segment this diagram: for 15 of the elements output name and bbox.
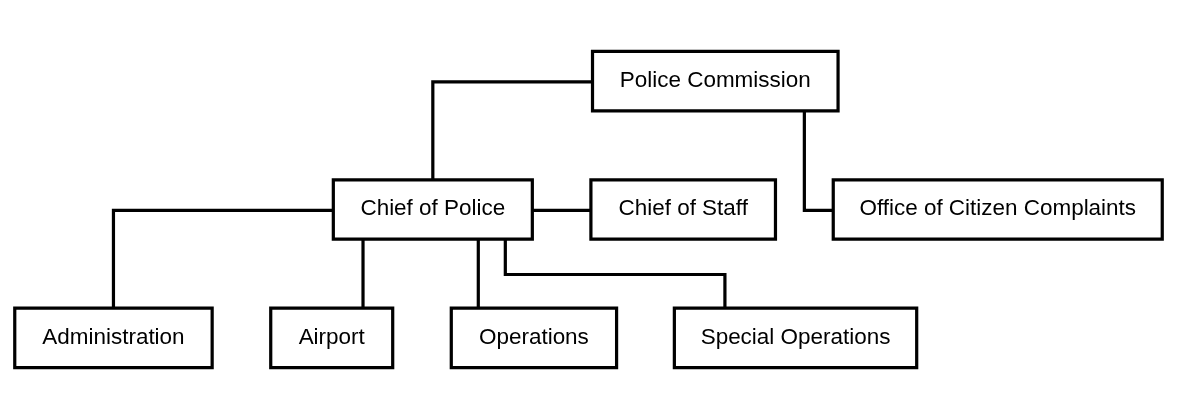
connector xyxy=(111,208,334,308)
node-box: Special Operations xyxy=(672,306,919,370)
node-box: Chief of Police xyxy=(331,178,534,241)
node-box: Administration xyxy=(13,306,214,370)
node-box: Airport xyxy=(269,306,395,370)
connector xyxy=(431,80,593,180)
connector xyxy=(532,208,591,212)
connector xyxy=(503,239,727,308)
node-box: Operations xyxy=(449,306,619,370)
connector xyxy=(802,111,833,212)
node-box: Police Commission xyxy=(590,49,840,113)
connector xyxy=(476,239,480,308)
connector xyxy=(361,239,365,308)
node-box: Chief of Staff xyxy=(589,178,778,241)
node-box: Office of Citizen Complaints xyxy=(831,178,1164,241)
